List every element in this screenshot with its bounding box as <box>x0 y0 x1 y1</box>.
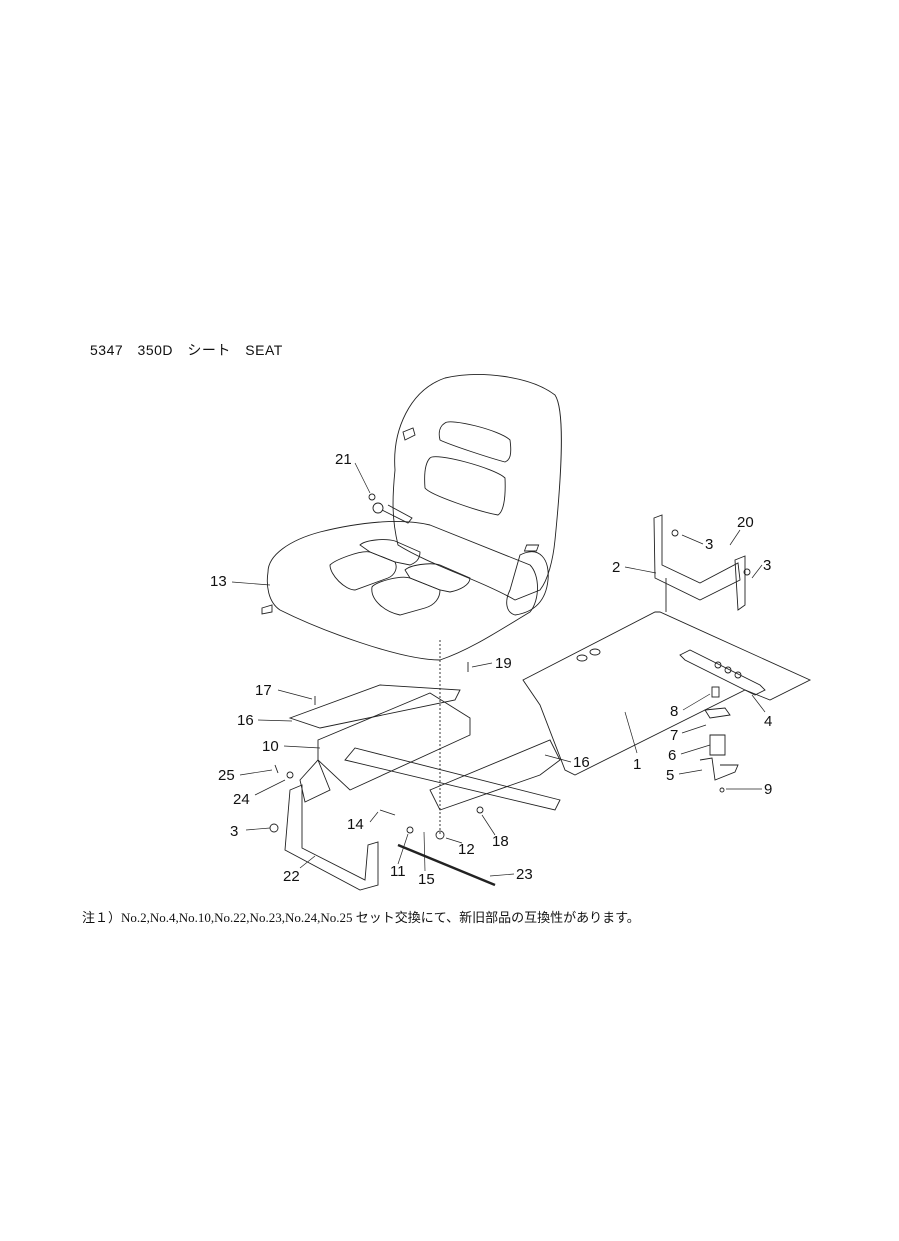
part-10-seat-frame <box>299 692 561 811</box>
leader-lines <box>231 462 766 877</box>
callout-part-24: 24 <box>233 791 250 808</box>
title-english: SEAT <box>245 342 283 358</box>
callout-part-16: 16 <box>573 754 590 771</box>
callout-part-11: 11 <box>390 863 406 880</box>
part-2-bracket <box>653 514 751 612</box>
callout-part-18: 18 <box>492 833 509 850</box>
part-12-nut <box>435 830 445 840</box>
callout-part-15: 15 <box>418 871 435 888</box>
callout-part-22: 22 <box>283 868 300 885</box>
model-number: 350D <box>137 342 174 358</box>
callout-part-2: 2 <box>612 559 621 576</box>
part-18-bolt <box>476 806 484 814</box>
seat-cushion <box>261 502 549 661</box>
callout-part-1: 1 <box>633 756 642 773</box>
callout-part-16: 16 <box>237 712 254 729</box>
callout-part-13: 13 <box>210 573 227 590</box>
callout-part-10: 10 <box>262 738 279 755</box>
callout-part-6: 6 <box>668 747 677 764</box>
callout-part-20: 20 <box>737 514 754 531</box>
part-4-rail <box>679 649 766 696</box>
callout-part-7: 7 <box>670 727 679 744</box>
parts-5-to-9-stack <box>699 686 739 793</box>
part-21-nut <box>368 493 376 501</box>
part-24-washer <box>286 771 294 779</box>
part-23-rod <box>397 843 496 887</box>
part-20-label <box>523 544 540 552</box>
callout-part-17: 17 <box>255 682 272 699</box>
callout-part-8: 8 <box>670 703 679 720</box>
compatibility-note: 注１）No.2,No.4,No.10,No.22,No.23,No.24,No.… <box>82 910 640 925</box>
callout-part-4: 4 <box>764 713 773 730</box>
part-11-washer <box>406 826 414 834</box>
callout-part-5: 5 <box>666 767 675 784</box>
callout-part-23: 23 <box>516 866 533 883</box>
callout-part-3: 3 <box>230 823 239 840</box>
callout-part-9: 9 <box>764 781 773 798</box>
seat-backrest <box>392 374 562 601</box>
diagram-title: 5347 350D シート SEAT <box>90 340 293 360</box>
catalog-number: 5347 <box>90 342 124 358</box>
callout-part-3: 3 <box>763 557 772 574</box>
part-1-base-plate <box>522 611 812 776</box>
title-japanese: シート <box>187 342 231 358</box>
part-14-pin <box>379 809 396 816</box>
part-25-pin <box>274 764 279 774</box>
callout-part-25: 25 <box>218 767 235 784</box>
callout-part-21: 21 <box>335 451 352 468</box>
callout-part-14: 14 <box>347 816 364 833</box>
callout-part-12: 12 <box>458 841 475 858</box>
part-16-plates <box>288 684 561 811</box>
callout-part-3: 3 <box>705 536 714 553</box>
callout-part-19: 19 <box>495 655 512 672</box>
